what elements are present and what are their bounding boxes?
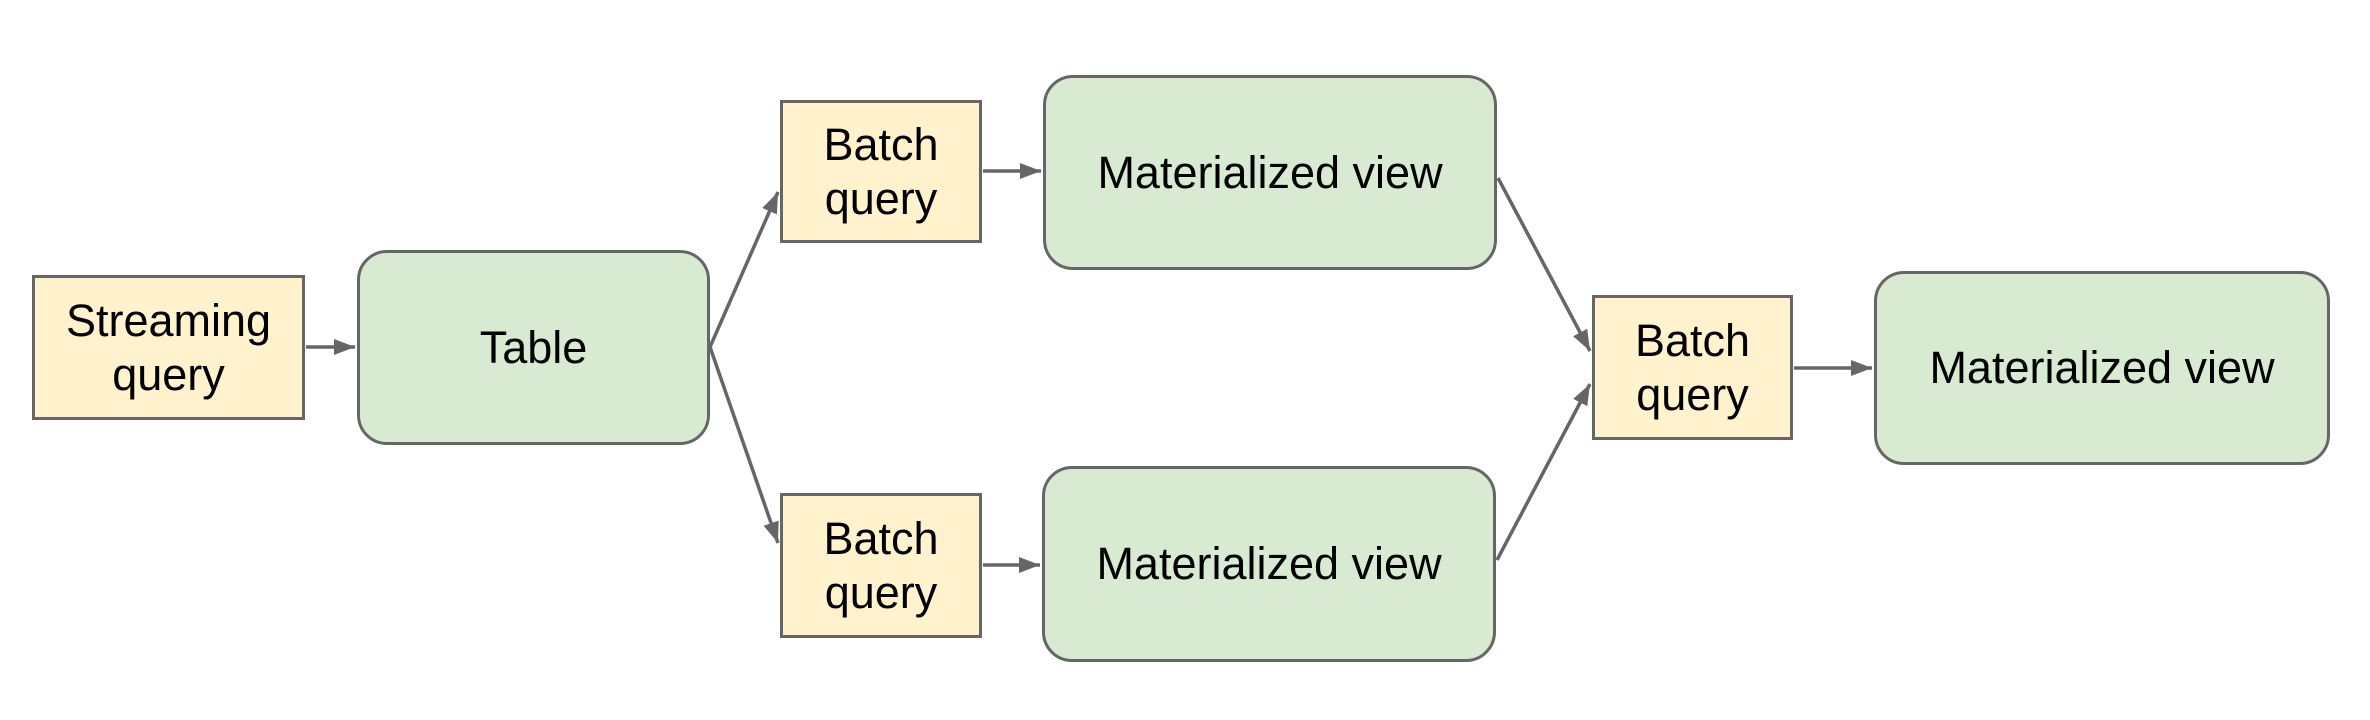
edge-materialized-view-top-to-batch-query-right	[1496, 177, 1592, 352]
edge-materialized-view-bottom-to-batch-query-right	[1495, 383, 1592, 561]
node-batch-query-right: Batch query	[1592, 295, 1793, 440]
node-batch-query-top-label: Batch query	[823, 118, 939, 224]
node-materialized-view-top-label: Materialized view	[1097, 146, 1443, 198]
node-batch-query-right-label: Batch query	[1634, 314, 1751, 420]
node-batch-query-top: Batch query	[780, 100, 982, 243]
node-streaming-query: Streaming query	[32, 275, 305, 420]
node-table-label: Table	[479, 321, 588, 373]
node-materialized-view-bottom: Materialized view	[1042, 466, 1496, 662]
node-materialized-view-bottom-label: Materialized view	[1096, 538, 1442, 589]
node-streaming-query-label: Streaming query	[65, 294, 272, 400]
edge-table-to-batch-query-top	[708, 191, 780, 348]
edge-table-to-batch-query-bottom	[708, 346, 780, 544]
node-materialized-view-right: Materialized view	[1874, 271, 2330, 465]
node-materialized-view-right-label: Materialized view	[1929, 342, 2275, 393]
node-materialized-view-top: Materialized view	[1043, 75, 1497, 270]
node-table: Table	[357, 250, 710, 445]
node-batch-query-bottom-label: Batch query	[823, 512, 939, 618]
node-batch-query-bottom: Batch query	[780, 493, 982, 638]
